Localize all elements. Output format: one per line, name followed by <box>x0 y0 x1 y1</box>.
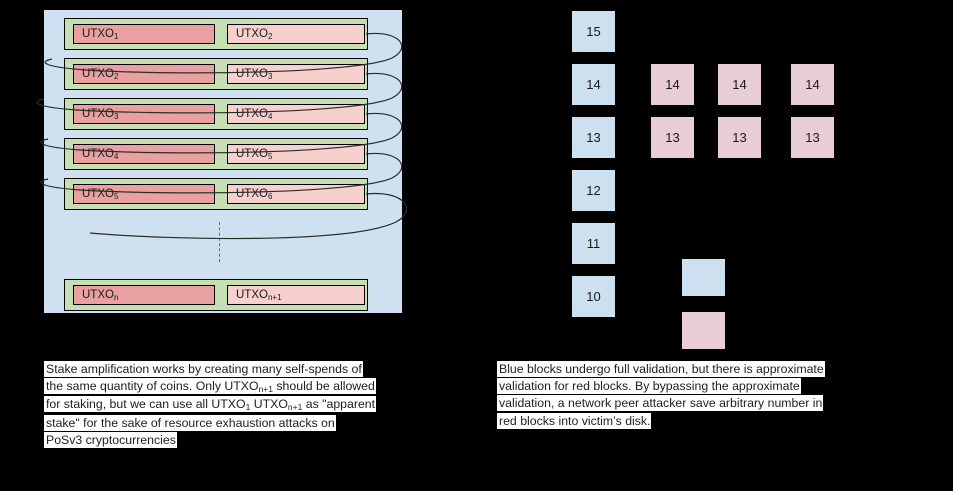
utxo-spent-subscript: 4 <box>113 152 119 161</box>
utxo-spent-label: UTXO <box>82 108 114 120</box>
utxo-unspent-subscript: 6 <box>267 192 273 201</box>
utxo-unspent-subscript: 4 <box>267 112 273 121</box>
utxo-unspent-label: UTXO <box>236 28 268 40</box>
utxo-spent-label: UTXO <box>82 289 114 301</box>
utxo-unspent-subscript: 5 <box>267 152 273 161</box>
utxo-row: UTXO3 UTXO4 <box>64 98 368 130</box>
utxo-unspent-cell: UTXOn+1 <box>227 285 365 305</box>
block-13-fork-3: 13 <box>791 117 834 158</box>
block-13-main: 13 <box>572 117 615 158</box>
utxo-spent-cell: UTXO2 <box>73 64 215 84</box>
utxo-unspent-cell: UTXO4 <box>227 104 365 124</box>
caption-right-line-1: Blue blocks undergo full validation, but… <box>497 361 825 377</box>
block-12-main: 12 <box>572 170 615 211</box>
utxo-spent-cell: UTXO3 <box>73 104 215 124</box>
utxo-spent-subscript: 5 <box>113 192 119 201</box>
caption-left-line-4: stake" for the sake of resource exhausti… <box>44 414 336 431</box>
block-14-fork-3: 14 <box>791 64 834 105</box>
block-14-main: 14 <box>572 64 615 105</box>
utxo-unspent-subscript: n+1 <box>267 293 282 302</box>
caption-left-line-1: Stake amplification works by creating ma… <box>44 361 363 377</box>
legend-swatch-blue <box>682 259 725 296</box>
utxo-row: UTXO2 UTXO3 <box>64 58 368 90</box>
utxo-unspent-label: UTXO <box>236 188 268 200</box>
block-14-fork-2: 14 <box>718 64 761 105</box>
caption-left-line-5: PoSv3 cryptocurrencies <box>44 431 177 448</box>
utxo-row: UTXO5 UTXO6 <box>64 178 368 210</box>
utxo-spent-label: UTXO <box>82 188 114 200</box>
utxo-spent-cell: UTXO1 <box>73 24 215 44</box>
block-14-fork-1: 14 <box>651 64 694 105</box>
vertical-ellipsis-icon <box>219 222 220 262</box>
caption-left-line-3: for staking, but we can use all UTXO1 UT… <box>44 396 377 413</box>
caption-right: Blue blocks undergo full validation, but… <box>497 361 869 430</box>
caption-left-line-2: the same quantity of coins. Only UTXOn+1… <box>44 378 376 395</box>
block-validation-panel: 15 14 14 14 14 13 13 13 13 12 11 10 <box>495 0 895 360</box>
utxo-unspent-subscript: 2 <box>267 32 273 41</box>
utxo-row: UTXO4 UTXO5 <box>64 138 368 170</box>
utxo-unspent-label: UTXO <box>236 68 268 80</box>
utxo-row: UTXOn UTXOn+1 <box>64 279 368 311</box>
utxo-unspent-label: UTXO <box>236 108 268 120</box>
utxo-spent-subscript: 2 <box>113 72 119 81</box>
utxo-unspent-cell: UTXO3 <box>227 64 365 84</box>
utxo-unspent-subscript: 3 <box>267 72 273 81</box>
utxo-unspent-cell: UTXO2 <box>227 24 365 44</box>
utxo-unspent-label: UTXO <box>236 289 268 301</box>
utxo-spent-subscript: 1 <box>113 32 119 41</box>
caption-right-line-4: red blocks into victim’s disk. <box>497 412 652 429</box>
block-10-main: 10 <box>572 276 615 317</box>
utxo-unspent-cell: UTXO5 <box>227 144 365 164</box>
utxo-spent-label: UTXO <box>82 68 114 80</box>
block-15-main: 15 <box>572 11 615 52</box>
utxo-spent-label: UTXO <box>82 148 114 160</box>
utxo-spent-cell: UTXO4 <box>73 144 215 164</box>
utxo-spent-cell: UTXOn <box>73 285 215 305</box>
utxo-spent-subscript: 3 <box>113 112 119 121</box>
caption-right-line-3: validation, a network peer attacker save… <box>497 395 824 412</box>
utxo-spent-subscript: n <box>113 293 119 302</box>
block-13-fork-2: 13 <box>718 117 761 158</box>
utxo-row: UTXO1 UTXO2 <box>64 18 368 50</box>
caption-left: Stake amplification works by creating ma… <box>44 361 416 449</box>
utxo-spent-cell: UTXO5 <box>73 184 215 204</box>
block-13-fork-1: 13 <box>651 117 694 158</box>
utxo-unspent-label: UTXO <box>236 148 268 160</box>
caption-right-line-2: validation for red blocks. By bypassing … <box>497 378 801 395</box>
legend-swatch-pink <box>682 312 725 349</box>
utxo-unspent-cell: UTXO6 <box>227 184 365 204</box>
stake-amplification-panel: UTXO1 UTXO2 UTXO2 UTXO3 UTXO3 UTXO4 UTXO… <box>44 10 402 313</box>
utxo-spent-label: UTXO <box>82 28 114 40</box>
block-11-main: 11 <box>572 223 615 264</box>
